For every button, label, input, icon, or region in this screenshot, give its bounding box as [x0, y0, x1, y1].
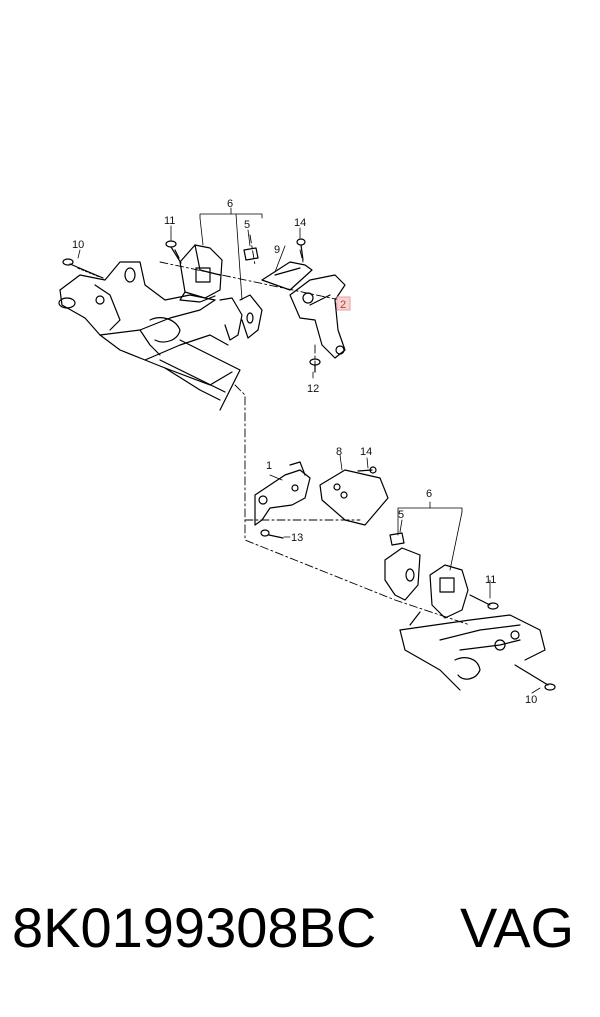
callout-9: 9 [274, 244, 280, 256]
bracket-5-upper [243, 247, 259, 261]
bracket-1 [254, 461, 311, 526]
callout-8: 8 [336, 446, 342, 458]
heat-shield-9 [261, 261, 313, 291]
callout-brackets [77, 207, 541, 694]
footer: 8K0199308BC VAG [0, 895, 600, 975]
heat-shield-8 [319, 469, 389, 526]
callout-14-upper: 14 [294, 217, 306, 229]
callout-5-upper: 5 [244, 219, 250, 231]
assembly-guide-lines [159, 234, 471, 626]
callout-10-lower: 10 [525, 694, 537, 706]
callout-1: 1 [266, 460, 272, 472]
bolt-10-upper [62, 258, 104, 279]
callout-2-highlight [336, 296, 351, 311]
callout-11-lower: 11 [485, 574, 496, 586]
callout-13: 13 [291, 532, 303, 544]
brand-label: VAG [460, 896, 575, 959]
bolt-14-lower [357, 466, 377, 474]
bolt-12 [309, 358, 321, 373]
bolt-10-lower [514, 664, 556, 691]
callout-2: 2 [340, 299, 346, 311]
callout-11-upper: 11 [164, 215, 175, 227]
bolt-11-upper [165, 240, 182, 264]
bolt-13 [260, 529, 284, 539]
callout-14-lower: 14 [360, 446, 372, 458]
part-number: 8K0199308BC [12, 896, 377, 959]
subframe-lower [399, 611, 546, 691]
bracket-5-lower [389, 532, 405, 546]
engine-mount-upper-left [179, 244, 223, 303]
bolt-11-lower [469, 594, 499, 610]
bolt-14-upper [296, 238, 306, 261]
subframe-upper [58, 261, 233, 401]
callout-12: 12 [307, 383, 319, 395]
callout-6-lower: 6 [426, 488, 432, 500]
side-rail-upper [159, 339, 241, 411]
bracket-2 [289, 274, 346, 359]
callout-6-upper: 6 [227, 198, 233, 210]
callout-5-lower: 5 [398, 509, 404, 521]
mount-bracket-lower-mid [384, 547, 421, 601]
engine-mount-lower-right [429, 564, 469, 619]
mount-bracket-upper-mid [219, 294, 263, 341]
callout-10-upper: 10 [72, 239, 84, 251]
